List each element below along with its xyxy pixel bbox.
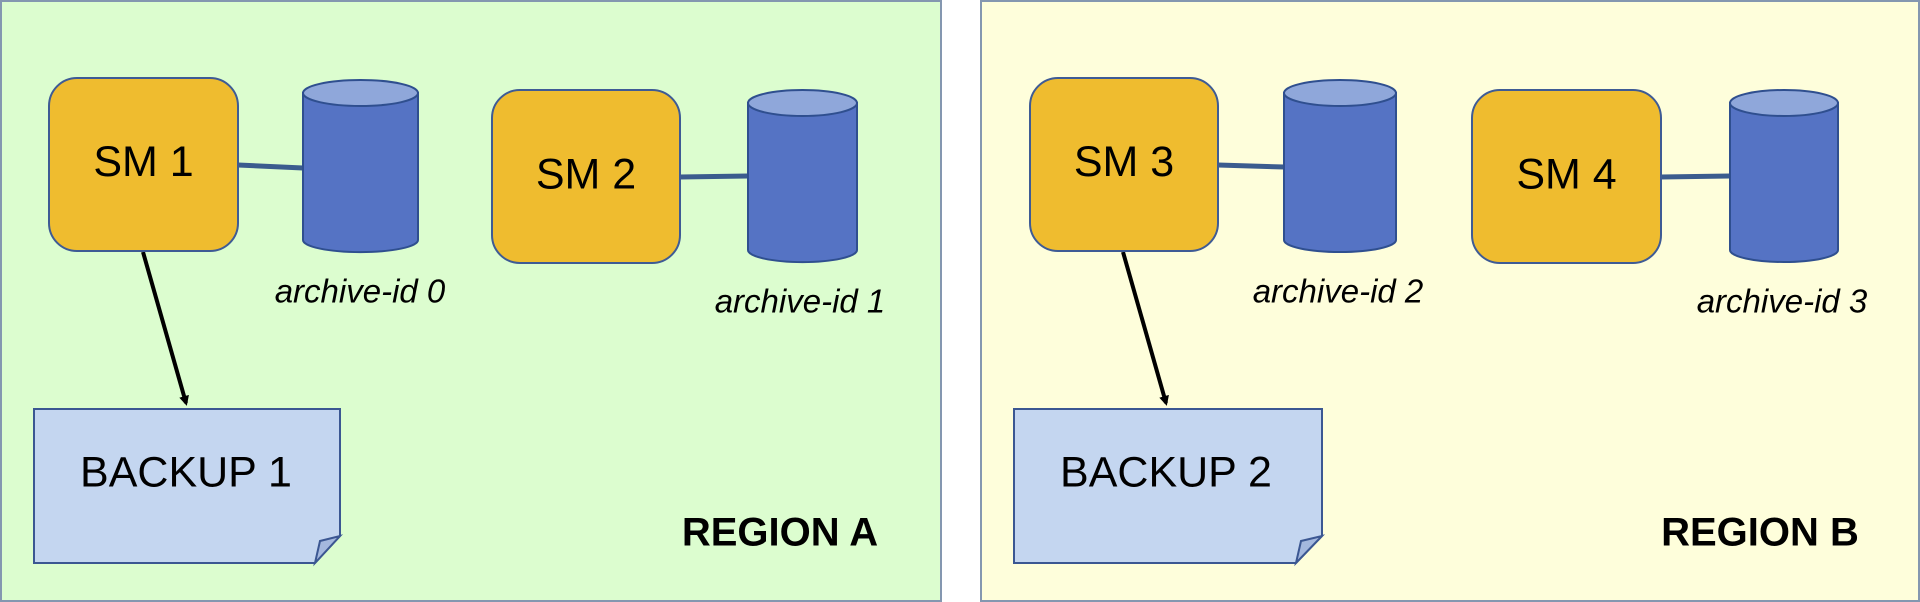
database-icon (1283, 92, 1397, 253)
region-b: SM 3 archive-id 2 SM 4 archive-id 3 BACK… (980, 0, 1920, 602)
storage-manager-sm2[interactable]: SM 2 (491, 89, 681, 264)
database-top (1283, 79, 1397, 107)
database-top (1729, 89, 1839, 117)
database-icon (302, 92, 419, 254)
database-icon (1729, 102, 1839, 263)
sm2-archive-link (679, 173, 749, 180)
sm3-box[interactable] (1029, 77, 1219, 252)
sm1-archive-link (237, 162, 304, 171)
sm4-archive-link (1660, 173, 1731, 180)
archive-db-2 (1283, 79, 1397, 253)
archive-db-0 (302, 79, 419, 254)
storage-manager-sm4[interactable]: SM 4 (1471, 89, 1662, 264)
sm1-box[interactable] (48, 77, 239, 252)
backup-1-label: BACKUP 1 (80, 448, 292, 496)
sm2-label: SM 2 (536, 150, 636, 198)
database-icon (747, 102, 858, 264)
archive-id-2-label: archive-id 2 (1253, 273, 1424, 310)
archive-id-1-label: archive-id 1 (715, 283, 886, 320)
storage-manager-sm3[interactable]: SM 3 (1029, 77, 1219, 252)
sm3-backup-arrow (1121, 251, 1169, 406)
backup-1-document[interactable]: BACKUP 1 (33, 408, 344, 567)
backup-2-label: BACKUP 2 (1060, 448, 1272, 496)
sm3-archive-link (1217, 162, 1285, 170)
sm2-box[interactable] (491, 89, 681, 264)
region-a-label: REGION A (682, 511, 878, 555)
archive-db-3 (1729, 89, 1839, 263)
archive-id-3-label: archive-id 3 (1697, 283, 1868, 320)
region-a: SM 1 archive-id 0 SM 2 archive-id 1 BACK… (0, 0, 942, 602)
document-fold (313, 534, 344, 567)
database-top (747, 89, 858, 117)
archive-id-0-label: archive-id 0 (275, 273, 446, 310)
backup-2-document[interactable]: BACKUP 2 (1013, 408, 1326, 567)
document-fold (1294, 534, 1326, 567)
archive-db-1 (747, 89, 858, 264)
sm1-label: SM 1 (93, 138, 193, 186)
sm4-label: SM 4 (1516, 150, 1616, 198)
sm1-backup-arrow (141, 251, 189, 406)
database-top (302, 79, 419, 107)
region-b-label: REGION B (1661, 511, 1859, 555)
storage-manager-sm1[interactable]: SM 1 (48, 77, 239, 252)
sm3-label: SM 3 (1074, 138, 1174, 186)
sm4-box[interactable] (1471, 89, 1662, 264)
